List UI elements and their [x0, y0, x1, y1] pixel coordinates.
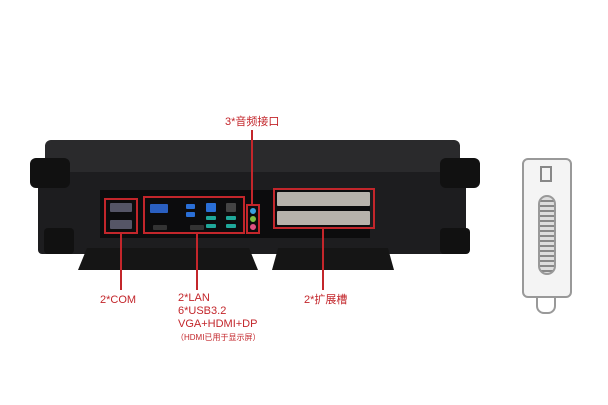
flap-right	[272, 248, 394, 270]
bumper-bl	[44, 228, 74, 254]
io-highlight	[143, 196, 245, 234]
io-label-lan: 2*LAN	[178, 292, 210, 304]
io-leader-line	[196, 234, 198, 290]
com-port-1	[110, 203, 132, 212]
audio-jack-green	[250, 216, 256, 222]
usb-port-2	[186, 212, 195, 217]
audio-jack-pink	[250, 224, 256, 230]
audio-label: 3*音频接口	[225, 116, 280, 128]
lan-port-2	[226, 203, 236, 212]
side-foot	[536, 296, 556, 314]
audio-leader-line	[251, 130, 253, 205]
expansion-leader-line	[322, 229, 324, 290]
com-label: 2*COM	[100, 294, 137, 306]
side-latch	[540, 166, 552, 182]
com-port-2	[110, 220, 132, 229]
bumper-left	[30, 158, 70, 188]
usb-port-1	[186, 204, 195, 209]
usb-port-3	[206, 216, 216, 220]
io-label-note: （HDMI已用于显示屏）	[176, 333, 261, 342]
io-label-video: VGA+HDMI+DP	[178, 318, 258, 330]
bumper-br	[440, 228, 470, 254]
usb-port-5	[226, 216, 236, 220]
hdmi-port	[153, 225, 167, 230]
audio-highlight	[246, 204, 260, 234]
bumper-right	[440, 158, 480, 188]
usb-port-4	[206, 224, 216, 228]
usb-port-6	[226, 224, 236, 228]
io-label-usb: 6*USB3.2	[178, 305, 227, 317]
dp-port	[190, 225, 204, 230]
lan-port-1	[206, 203, 216, 212]
audio-jack-blue	[250, 208, 256, 214]
expansion-slot-1	[277, 192, 370, 206]
com-highlight	[104, 198, 138, 234]
expansion-slot-2	[277, 211, 370, 225]
vga-port	[150, 204, 168, 213]
flap-left	[78, 248, 258, 270]
com-leader-line	[120, 234, 122, 290]
expansion-highlight	[273, 188, 375, 229]
expansion-label: 2*扩展槽	[304, 294, 348, 306]
side-handle	[538, 195, 556, 275]
